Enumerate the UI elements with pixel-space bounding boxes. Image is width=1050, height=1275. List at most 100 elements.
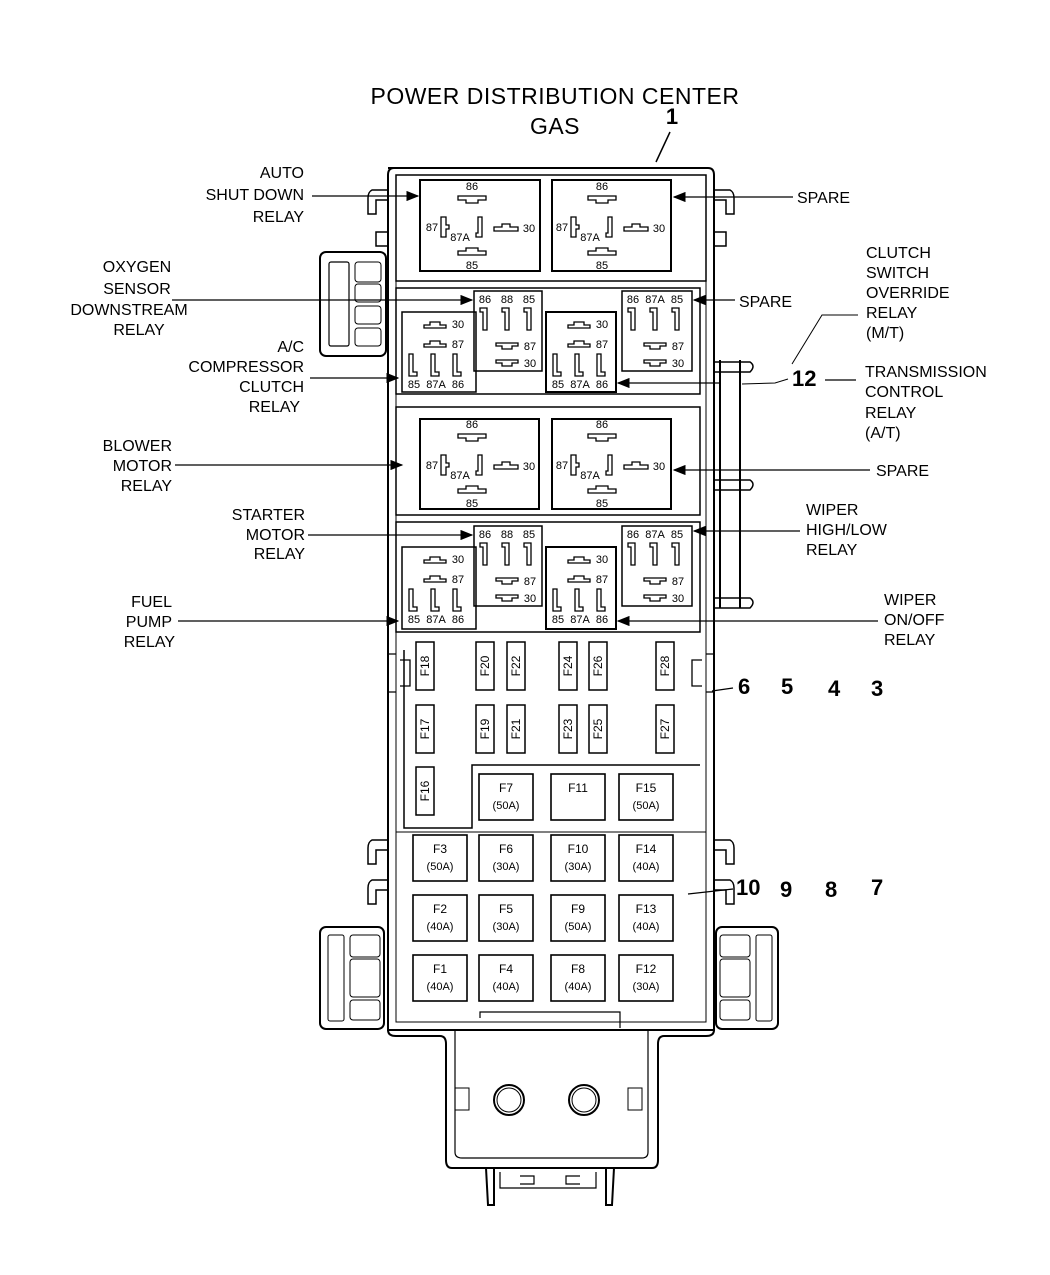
pin-87-label: 87: [672, 576, 684, 588]
fuse-label: F25: [591, 718, 605, 739]
svg-text:SENSOR: SENSOR: [103, 281, 171, 298]
fuse-rating: (50A): [493, 800, 520, 812]
svg-text:ON/OFF: ON/OFF: [884, 612, 945, 629]
right-label-transmission-control-relay: TRANSMISSION CONTROL RELAY (A/T): [616, 364, 987, 442]
svg-text:RELAY: RELAY: [121, 478, 173, 495]
pin-86-blade: [457, 433, 487, 442]
svg-text:COMPRESSOR: COMPRESSOR: [188, 359, 304, 376]
pin-86-label: 86: [627, 529, 639, 541]
pin-30-blade: [493, 223, 519, 232]
clutch-switch-override-relay-socket: [621, 290, 693, 372]
pin-85-label: 85: [671, 529, 683, 541]
fuse-rating: (30A): [493, 921, 520, 933]
fuse-name: F2: [433, 902, 447, 916]
maxi-fuse-f3: F3(50A): [412, 834, 468, 882]
fuse-label: F19: [478, 718, 492, 739]
pin-blade: [643, 594, 667, 602]
maxi-fuse-f11: F11: [550, 773, 606, 821]
pin-86-blade: [587, 433, 617, 442]
svg-text:PUMP: PUMP: [126, 614, 172, 631]
pin-87-label: 87: [452, 574, 464, 586]
maxi-fuse-f1: F1 (40A): [412, 954, 468, 1002]
fuse-label: F27: [658, 718, 672, 739]
pin-87a-blade: [605, 216, 613, 238]
pin-87a-label: 87A: [570, 379, 590, 391]
callout-10: 10: [736, 875, 760, 900]
mini-fuse-f20: F20: [475, 641, 495, 691]
maxi-fuse-f10: F10(30A): [550, 834, 606, 882]
pin-85-blade: [457, 485, 487, 494]
pin-87-label: 87: [426, 222, 438, 234]
fuse-name: F9: [571, 902, 585, 916]
mini-fuse-f17: F17: [415, 704, 435, 754]
maxi-fuse-f9: F9(50A): [550, 894, 606, 942]
pin-87a-label: 87A: [570, 614, 590, 626]
pin-87a-label: 87A: [580, 232, 600, 244]
pin-86-label: 86: [466, 419, 478, 431]
maxi-fuse-f4: F4(40A): [478, 954, 534, 1002]
pin-blade: [627, 542, 636, 566]
fuse-name: F3: [433, 842, 447, 856]
fuse-name: F8: [571, 962, 585, 976]
mini-fuse-f26: F26: [588, 641, 608, 691]
mini-fuse-f21: F21: [506, 704, 526, 754]
blower-motor-relay-socket: [419, 418, 540, 510]
maxi-fuse-f6: F6(30A): [478, 834, 534, 882]
pin-blade: [523, 542, 532, 566]
pin-30-label: 30: [653, 223, 665, 235]
pin-85-label: 85: [408, 379, 420, 391]
svg-text:FUEL: FUEL: [131, 594, 172, 611]
callout-12-pointer: [741, 378, 789, 385]
pin-blade: [495, 594, 519, 602]
fuse-name: F12: [636, 962, 657, 976]
callout-1-leader: [655, 131, 671, 163]
starter-motor-relay-socket: [473, 525, 543, 607]
pin-86-label: 86: [479, 529, 491, 541]
pin-blade: [495, 577, 519, 585]
fuse-name: F1: [433, 962, 447, 976]
pin-87-label: 87: [596, 339, 608, 351]
pin-85-blade: [587, 485, 617, 494]
pin-85-label: 85: [523, 529, 535, 541]
pin-blade: [501, 307, 510, 331]
pin-blade: [643, 342, 667, 350]
svg-text:SPARE: SPARE: [797, 190, 850, 207]
pin-86-blade: [457, 195, 487, 204]
pin-87a-label: 87A: [645, 294, 665, 306]
svg-text:OVERRIDE: OVERRIDE: [866, 285, 950, 302]
callouts-row-b: 10 9 8 7: [687, 875, 883, 902]
pin-87-blade: [570, 454, 580, 476]
fuse-label: F16: [418, 780, 432, 801]
pin-30-label: 30: [596, 319, 608, 331]
fuse-area: [396, 650, 706, 833]
oxygen-sensor-downstream-relay-socket: [473, 290, 543, 372]
right-label-wiper-on-off-relay: WIPER ON/OFF RELAY: [616, 592, 945, 649]
svg-text:RELAY: RELAY: [253, 209, 305, 226]
callout-1: 1: [666, 104, 678, 129]
pin-30-label: 30: [672, 358, 684, 370]
pin-85-label: 85: [523, 294, 535, 306]
pin-85-blade: [587, 247, 617, 256]
pin-85-label: 85: [596, 498, 608, 510]
maxi-fuse-f13: F13(40A): [618, 894, 674, 942]
pin-87-blade: [440, 454, 450, 476]
pin-blade: [495, 342, 519, 350]
fuse-rating: (40A): [427, 981, 454, 993]
mini-fuse-f24: F24: [558, 641, 578, 691]
svg-text:WIPER: WIPER: [806, 502, 858, 519]
pin-87a-label: 87A: [450, 470, 470, 482]
callouts-row-a: 6 5 4 3: [711, 674, 883, 701]
pin-85-label: 85: [671, 294, 683, 306]
pin-87a-label: 87A: [580, 470, 600, 482]
svg-text:TRANSMISSION: TRANSMISSION: [865, 364, 987, 381]
maxi-fuse-f15: F15(50A): [618, 773, 674, 821]
pin-85-label: 85: [552, 614, 564, 626]
pin-87a-blade: [475, 216, 483, 238]
relay-section-2: [395, 287, 701, 395]
